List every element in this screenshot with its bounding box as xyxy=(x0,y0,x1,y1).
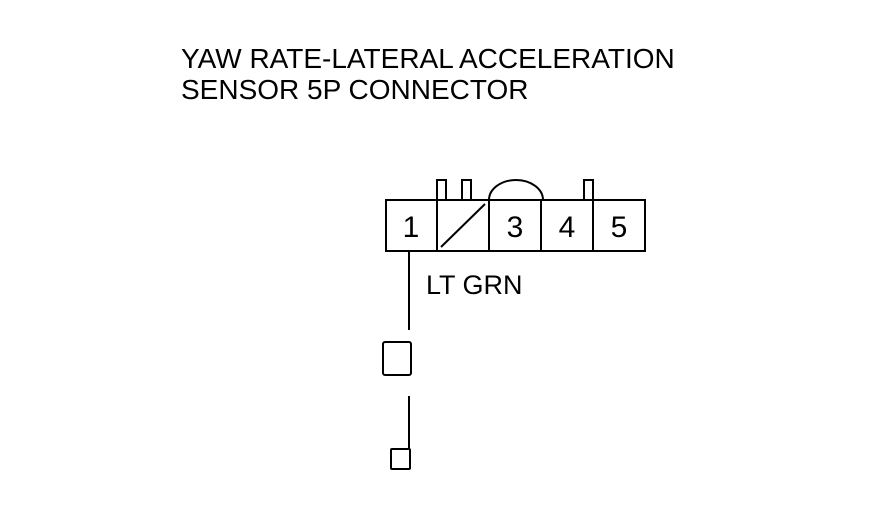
connector-latch xyxy=(487,179,545,201)
connector-tab xyxy=(461,179,472,201)
connector-outline xyxy=(385,199,646,252)
pin-5-label: 5 xyxy=(611,211,628,244)
pin-3-label: 3 xyxy=(507,211,524,244)
pin-4-label: 4 xyxy=(559,211,576,244)
ground-terminal xyxy=(390,448,411,470)
pin-1-label: 1 xyxy=(403,211,420,244)
title-line-2: SENSOR 5P CONNECTOR xyxy=(181,74,528,105)
connector-tab xyxy=(583,179,594,201)
connector-tab xyxy=(436,179,447,201)
unused-pin-slash xyxy=(440,203,486,248)
connector-body xyxy=(385,199,646,252)
connector-tabs xyxy=(436,179,594,201)
probe-terminal xyxy=(382,341,412,376)
wire-color-label: LT GRN xyxy=(426,270,523,300)
title-line-1: YAW RATE-LATERAL ACCELERATION xyxy=(181,43,675,74)
